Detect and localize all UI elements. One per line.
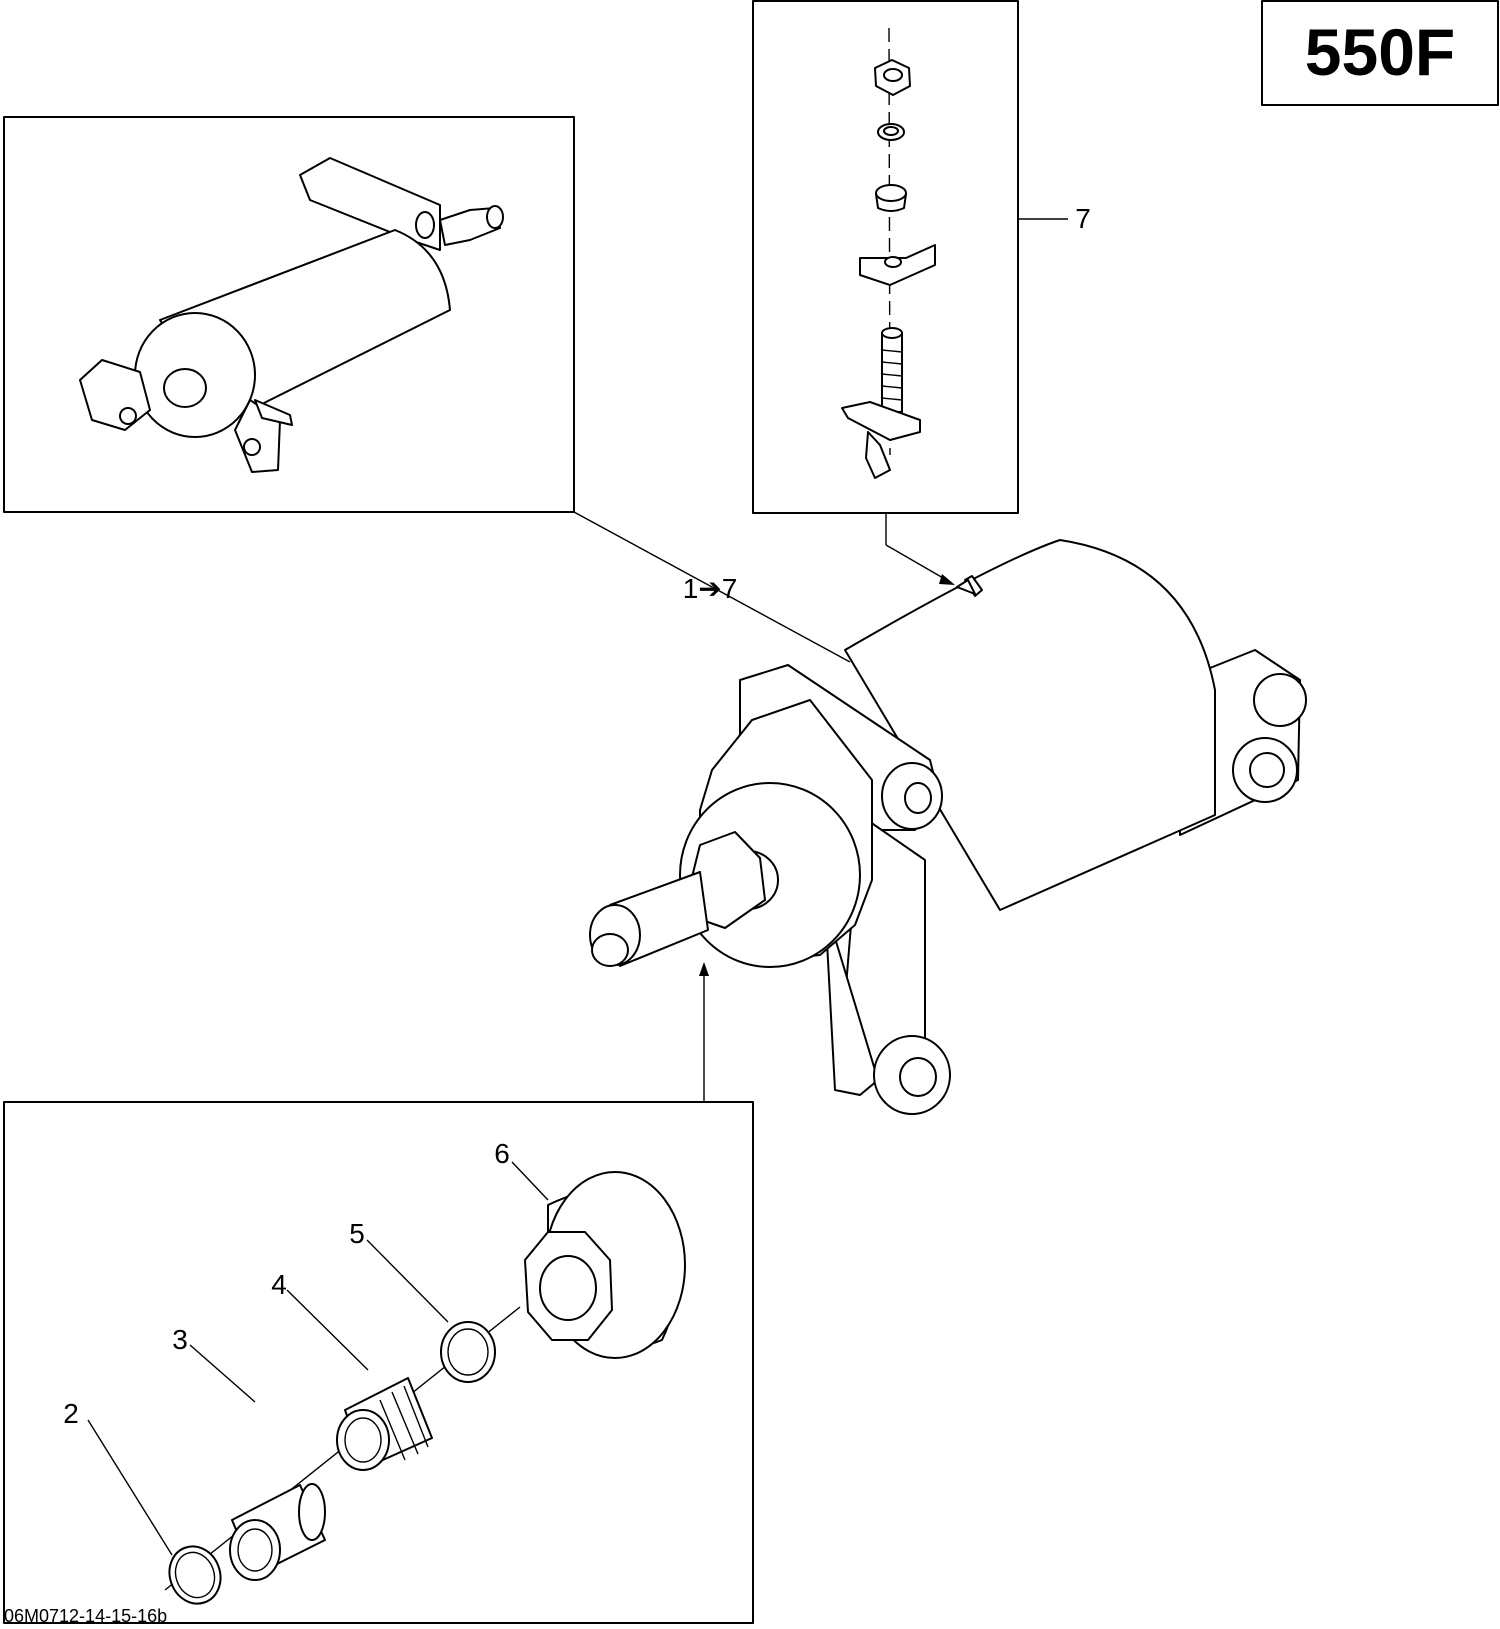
- terminal-hardware-panel: [752, 0, 1019, 514]
- thrust-washer: [440, 1321, 496, 1383]
- callout-4: 4: [271, 1269, 287, 1300]
- starter-motor-overview: [79, 157, 504, 473]
- model-label-box: 550F: [1261, 0, 1499, 106]
- callout-1-to-7: 1➔7: [683, 573, 738, 604]
- snap-ring: [168, 1545, 222, 1605]
- callout-5: 5: [349, 1218, 365, 1249]
- spring-bushing: [336, 1377, 433, 1471]
- drive-exploded-panel: [3, 1101, 754, 1624]
- leader-lines: [87, 218, 1068, 1556]
- callout-2: 2: [63, 1398, 79, 1429]
- callout-7: 7: [1075, 203, 1091, 234]
- pinion-gear-assembly: [524, 1171, 686, 1359]
- callout-6: 6: [494, 1138, 510, 1169]
- terminal-bolt: [841, 327, 921, 479]
- starter-overview-panel: [3, 116, 575, 513]
- small-washer: [877, 123, 905, 141]
- model-label: 550F: [1305, 15, 1455, 89]
- starter-motor-main: [589, 539, 1307, 1115]
- reference-code: 06M0712-14-15-16b: [4, 1606, 167, 1626]
- insulator-bushing: [875, 184, 907, 212]
- stop-collar: [229, 1483, 326, 1581]
- terminal-plate: [859, 244, 936, 286]
- hex-nut: [874, 59, 911, 96]
- callout-3: 3: [172, 1324, 188, 1355]
- assembly-axis-line: [888, 27, 891, 456]
